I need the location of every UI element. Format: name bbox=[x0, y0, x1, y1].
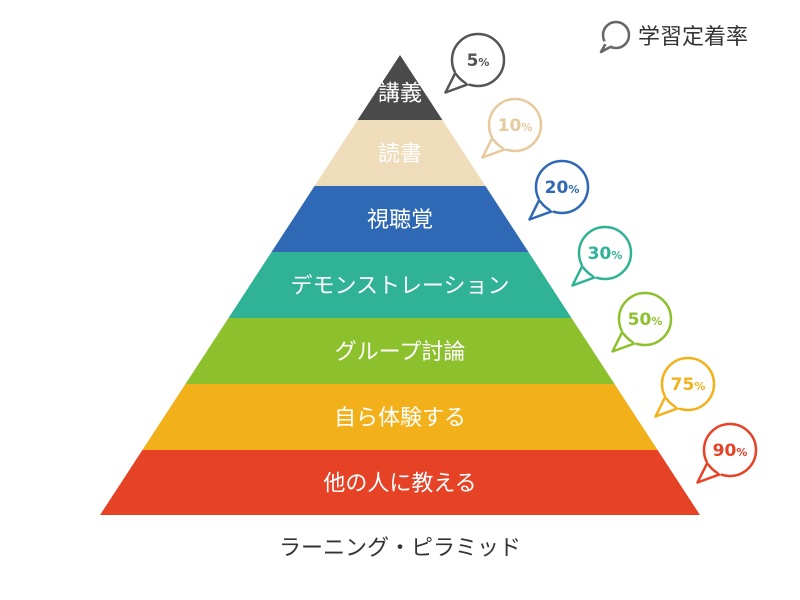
retention-unit: % bbox=[651, 315, 662, 328]
pyramid-layer-label: 読書 bbox=[378, 142, 422, 167]
pyramid-layer-shape bbox=[185, 318, 615, 384]
retention-value: 30% bbox=[588, 244, 623, 264]
retention-bubble: 30% bbox=[571, 225, 633, 287]
pyramid-layer: 自ら体験する bbox=[142, 384, 658, 450]
pyramid-layer-shape bbox=[228, 252, 572, 318]
retention-value: 5% bbox=[467, 51, 490, 71]
pyramid-layer-label: 自ら体験する bbox=[334, 406, 466, 431]
pyramid-layer-label: 他の人に教える bbox=[323, 472, 476, 497]
bubble-seam bbox=[539, 196, 556, 212]
bubble-circle bbox=[660, 356, 716, 412]
retention-unit: % bbox=[694, 380, 705, 393]
bubble-seam bbox=[707, 459, 724, 475]
retention-number: 5 bbox=[467, 51, 479, 71]
retention-unit: % bbox=[611, 249, 622, 262]
retention-bubble: 90% bbox=[696, 422, 758, 484]
legend: 学習定着率 bbox=[599, 20, 748, 54]
pyramid-layer-shape bbox=[100, 450, 700, 515]
pyramid-layer-shape bbox=[271, 186, 529, 252]
retention-number: 20 bbox=[545, 178, 569, 198]
retention-value: 20% bbox=[545, 178, 580, 198]
speech-bubble-icon bbox=[599, 20, 631, 54]
bubble-seam bbox=[582, 262, 599, 278]
pyramid-layer-label: グループ討論 bbox=[335, 340, 466, 365]
pyramid-layer-label: 視聴覚 bbox=[367, 208, 433, 233]
pyramid-layer-shape bbox=[314, 120, 486, 186]
bubble-seam bbox=[492, 134, 509, 150]
pyramid-layer: 他の人に教える bbox=[100, 450, 700, 515]
retention-value: 10% bbox=[498, 116, 533, 136]
retention-value: 75% bbox=[671, 375, 706, 395]
bubble-circle bbox=[487, 97, 543, 153]
retention-number: 10 bbox=[498, 116, 522, 136]
bubble-circle bbox=[534, 159, 590, 215]
bubble-seam bbox=[455, 69, 472, 85]
bubble-seam bbox=[665, 393, 682, 409]
bubble-circle bbox=[450, 32, 506, 88]
pyramid-layer-shape bbox=[142, 384, 658, 450]
retention-value: 90% bbox=[713, 441, 748, 461]
pyramid-layer-label: デモンストレーション bbox=[290, 274, 509, 299]
legend-label: 学習定着率 bbox=[638, 25, 748, 50]
pyramid-layer: 視聴覚 bbox=[271, 186, 529, 252]
retention-unit: % bbox=[568, 183, 579, 196]
bubble-circle bbox=[617, 291, 673, 347]
retention-bubble: 50% bbox=[611, 291, 673, 353]
retention-unit: % bbox=[521, 121, 532, 134]
bubble-seam bbox=[622, 328, 639, 344]
retention-number: 90 bbox=[713, 441, 737, 461]
retention-number: 75 bbox=[671, 375, 695, 395]
pyramid-layer: 読書 bbox=[314, 120, 486, 186]
retention-value: 50% bbox=[628, 310, 663, 330]
retention-number: 30 bbox=[588, 244, 612, 264]
bubble-circle bbox=[702, 422, 758, 478]
retention-bubbles: 5%10%20%30%50%75%90% bbox=[444, 32, 758, 484]
retention-unit: % bbox=[736, 446, 747, 459]
pyramid-layer: 講義 bbox=[357, 55, 443, 120]
pyramid-layer-shape bbox=[357, 55, 443, 120]
retention-bubble: 10% bbox=[481, 97, 543, 159]
pyramid-layer: デモンストレーション bbox=[228, 252, 572, 318]
retention-bubble: 5% bbox=[444, 32, 506, 94]
pyramid-layer: グループ討論 bbox=[185, 318, 615, 384]
retention-bubble: 75% bbox=[654, 356, 716, 418]
bubble-circle bbox=[577, 225, 633, 281]
diagram-caption: ラーニング・ピラミッド bbox=[279, 536, 521, 561]
retention-bubble: 20% bbox=[528, 159, 590, 221]
retention-number: 50 bbox=[628, 310, 652, 330]
retention-unit: % bbox=[478, 56, 489, 69]
pyramid-layer-label: 講義 bbox=[378, 82, 422, 107]
